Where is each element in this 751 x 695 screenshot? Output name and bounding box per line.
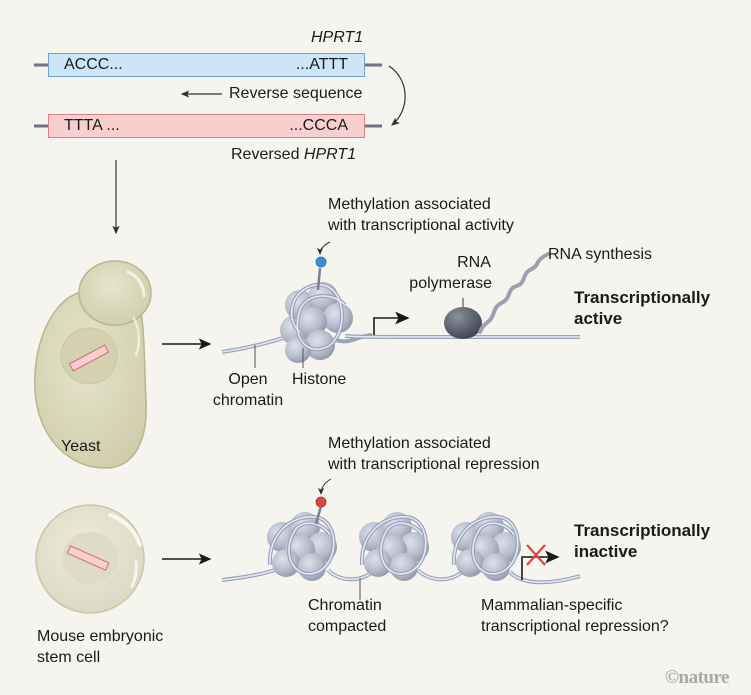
rna-transcript xyxy=(478,252,550,334)
active-methylation-label-1: Methylation associated xyxy=(328,196,491,213)
reversed-gene-insert-yeast xyxy=(68,344,110,372)
reversed-sequence-end: ...CCCA xyxy=(289,117,348,134)
mammalian-repression-label-2: transcriptional repression? xyxy=(481,618,669,635)
original-gene-label: HPRT1 xyxy=(311,29,364,46)
yeast-label: Yeast xyxy=(61,438,101,455)
chromatin-compacted-label-1: Chromatin xyxy=(308,597,382,614)
original-sequence-box: ACCC... ...ATTT xyxy=(48,53,365,77)
yeast-cell xyxy=(33,260,152,469)
open-chromatin-label-2: chromatin xyxy=(212,392,284,409)
blocked-cross-icon xyxy=(526,544,546,566)
inactive-state-label-2: inactive xyxy=(574,542,638,561)
reversed-gene-insert-mouse xyxy=(66,545,110,571)
nucleosome-1 xyxy=(267,512,337,581)
active-state-label-1: Transcriptionally xyxy=(574,288,711,307)
histone-label: Histone xyxy=(292,371,347,388)
chromatin-compacted-label-2: compacted xyxy=(308,618,387,635)
repressive-methylation-mark xyxy=(314,478,332,525)
reversed-sequence-start: TTTA ... xyxy=(64,117,120,134)
original-sequence-start: ACCC... xyxy=(64,56,123,73)
reverse-sequence-label: Reverse sequence xyxy=(229,85,363,102)
dna-stubs xyxy=(34,63,382,128)
rna-polymerase xyxy=(444,307,482,339)
rna-polymerase-label-1: RNA xyxy=(457,254,491,271)
rna-synthesis-label: RNA synthesis xyxy=(548,246,653,263)
reversed-gene-label: Reversed HPRT1 xyxy=(231,146,357,163)
mouse-embryonic-stem-cell xyxy=(35,504,145,614)
nucleosome-3 xyxy=(451,512,521,581)
active-methylation-label-2: with transcriptional activity xyxy=(328,217,514,234)
inactive-state-label-1: Transcriptionally xyxy=(574,521,711,540)
active-gene-strand xyxy=(344,334,580,339)
original-sequence-end: ...ATTT xyxy=(295,56,348,73)
promoter-arrow-blocked xyxy=(521,550,560,580)
nature-credit-logo: ©nature xyxy=(664,667,730,688)
nucleosome-2 xyxy=(359,512,429,581)
reverse-curved-arrow xyxy=(388,65,406,126)
mouse-cell-label-2: stem cell xyxy=(37,649,101,666)
active-state-label-2: active xyxy=(574,309,623,328)
mammalian-repression-label-1: Mammalian-specific xyxy=(481,597,623,614)
rna-polymerase-label-2: polymerase xyxy=(409,275,492,292)
histone-nucleosome xyxy=(280,282,373,363)
active-methylation-mark xyxy=(315,241,331,291)
reversed-sequence-box: TTTA ... ...CCCA xyxy=(48,114,365,138)
compacted-chromatin-strand xyxy=(221,568,581,585)
mouse-cell-label-1: Mouse embryonic xyxy=(37,628,164,645)
promoter-arrow-active xyxy=(373,311,410,335)
open-chromatin-label-1: Open xyxy=(228,371,268,388)
repressive-methylation-label-1: Methylation associated xyxy=(328,435,491,452)
repressive-methylation-label-2: with transcriptional repression xyxy=(328,456,540,473)
